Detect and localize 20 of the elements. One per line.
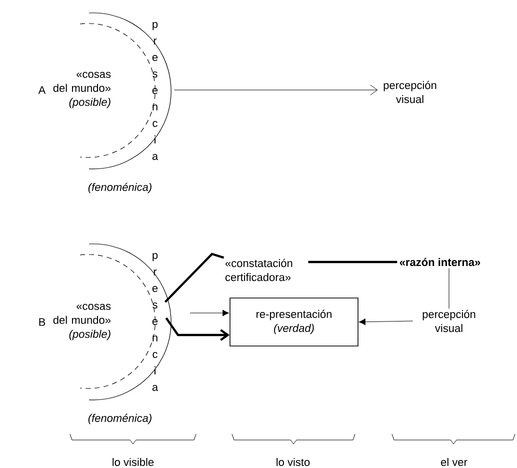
caption-text: (fenoménica) (88, 414, 152, 424)
text-label: lo visto (276, 458, 310, 466)
arrow (174, 84, 378, 96)
text-label: percepción visual (384, 80, 436, 104)
text-label: A (38, 86, 46, 94)
world-text: «cosas del mundo» (posible) (53, 72, 111, 108)
world-text: «cosas del mundo» (posible) (53, 304, 111, 340)
text-label: «razón interna» (400, 258, 480, 266)
vertical-word: presencia (152, 22, 158, 160)
caption-text: (fenoménica) (88, 182, 152, 194)
process-box: re-presentación (verdad) (230, 298, 358, 346)
arrow (190, 310, 230, 316)
text-label: «constatación certificadora» (225, 258, 292, 282)
text-label: lo visible (112, 458, 154, 466)
vertical-word: presencia (152, 252, 158, 391)
text-label: B (39, 318, 46, 326)
text-label: percepción visual (422, 310, 476, 332)
arrow (358, 318, 414, 326)
arrow (165, 317, 230, 341)
text-label: el ver (441, 458, 468, 466)
